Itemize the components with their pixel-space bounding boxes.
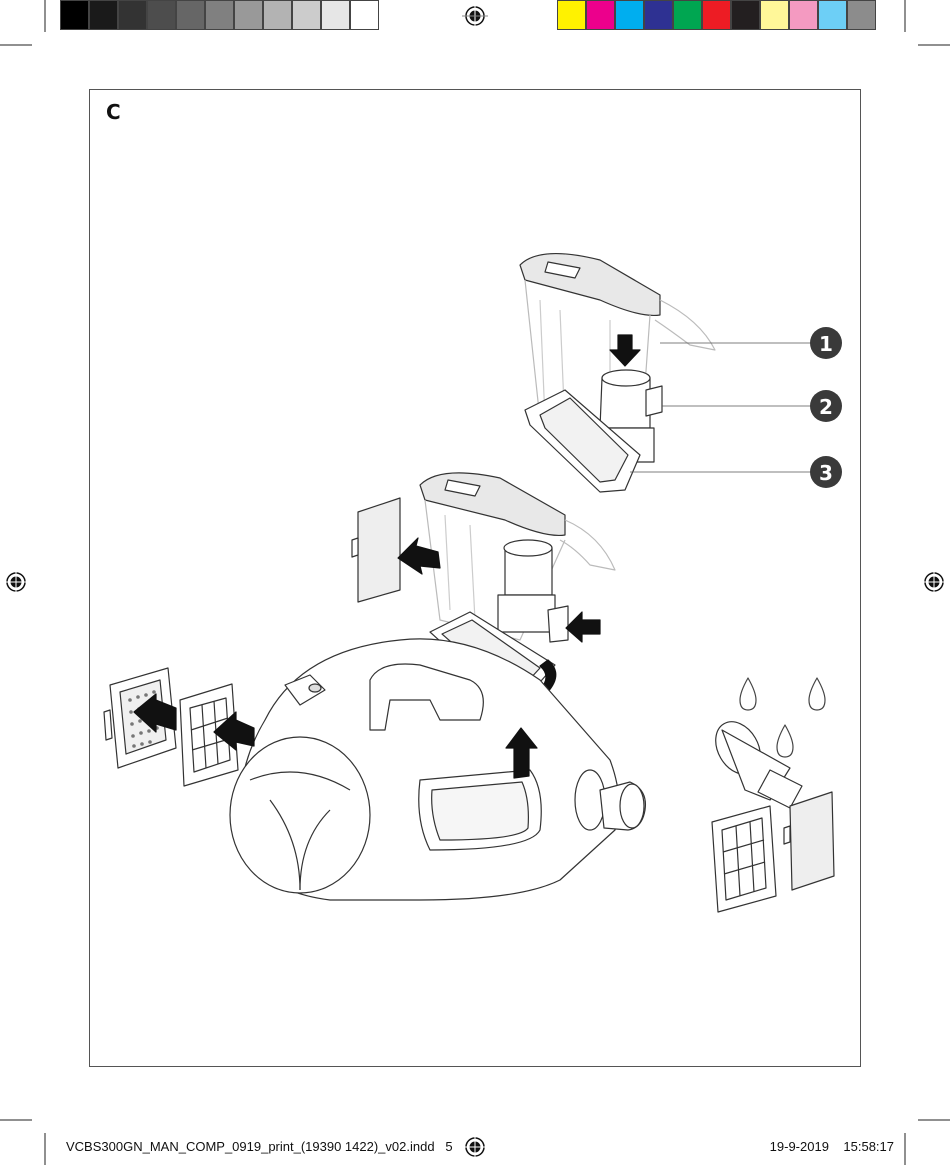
- grayscale-swatch: [89, 0, 118, 30]
- process-swatch: [760, 0, 789, 30]
- process-swatch: [847, 0, 876, 30]
- footer-file-info: VCBS300GN_MAN_COMP_0919_print_(19390 142…: [66, 1139, 453, 1154]
- grayscale-swatch: [234, 0, 263, 30]
- process-color-bar: [557, 0, 876, 33]
- callout-3: 3: [810, 456, 842, 488]
- arrow-left-icon: [397, 537, 441, 575]
- arrow-up-icon: [505, 727, 538, 779]
- svg-text:1: 1: [819, 332, 833, 356]
- arrow-left-icon: [213, 711, 255, 751]
- foam-filter-panel: [357, 497, 401, 603]
- svg-text:3: 3: [819, 461, 833, 485]
- arrow-left-icon: [565, 611, 601, 643]
- process-swatch: [644, 0, 673, 30]
- registration-mark-top-icon: [462, 4, 488, 28]
- callout-2: 2: [810, 390, 842, 422]
- grayscale-swatch: [321, 0, 350, 30]
- process-swatch: [557, 0, 586, 30]
- grayscale-swatch: [205, 0, 234, 30]
- grayscale-swatch: [60, 0, 89, 30]
- svg-text:2: 2: [819, 395, 833, 419]
- water-drops-icon: [739, 677, 826, 758]
- process-swatch: [731, 0, 760, 30]
- grayscale-swatch: [147, 0, 176, 30]
- arrow-left-icon: [133, 693, 177, 733]
- process-swatch: [615, 0, 644, 30]
- footer-page-number: 5: [445, 1139, 453, 1154]
- callout-1: 1: [810, 327, 842, 359]
- footer-time: 15:58:17: [843, 1139, 894, 1154]
- process-swatch: [673, 0, 702, 30]
- process-swatch: [818, 0, 847, 30]
- washed-foam-filter: [783, 791, 835, 891]
- registration-mark-left-icon: [4, 570, 28, 594]
- grayscale-color-bar: [60, 0, 379, 33]
- container-top-assembly: [519, 253, 716, 493]
- footer-filename: VCBS300GN_MAN_COMP_0919_print_(19390 142…: [66, 1139, 435, 1154]
- registration-mark-bottom-icon: [463, 1135, 487, 1159]
- registration-mark-right-icon: [922, 570, 946, 594]
- grayscale-swatch: [350, 0, 379, 30]
- grayscale-swatch: [176, 0, 205, 30]
- process-swatch: [702, 0, 731, 30]
- washed-filter-cylinder: [715, 721, 803, 809]
- illustration-frame: [89, 89, 861, 1067]
- process-swatch: [586, 0, 615, 30]
- grayscale-swatch: [292, 0, 321, 30]
- washed-hepa-filter: [711, 805, 777, 913]
- footer-timestamp: 19-9-2019 15:58:17: [770, 1139, 894, 1154]
- footer-date: 19-9-2019: [769, 1139, 829, 1154]
- grayscale-swatch: [263, 0, 292, 30]
- section-letter: C: [106, 100, 121, 124]
- vacuum-body: [229, 638, 647, 901]
- grayscale-swatch: [118, 0, 147, 30]
- process-swatch: [789, 0, 818, 30]
- arrow-down-icon: [609, 334, 641, 367]
